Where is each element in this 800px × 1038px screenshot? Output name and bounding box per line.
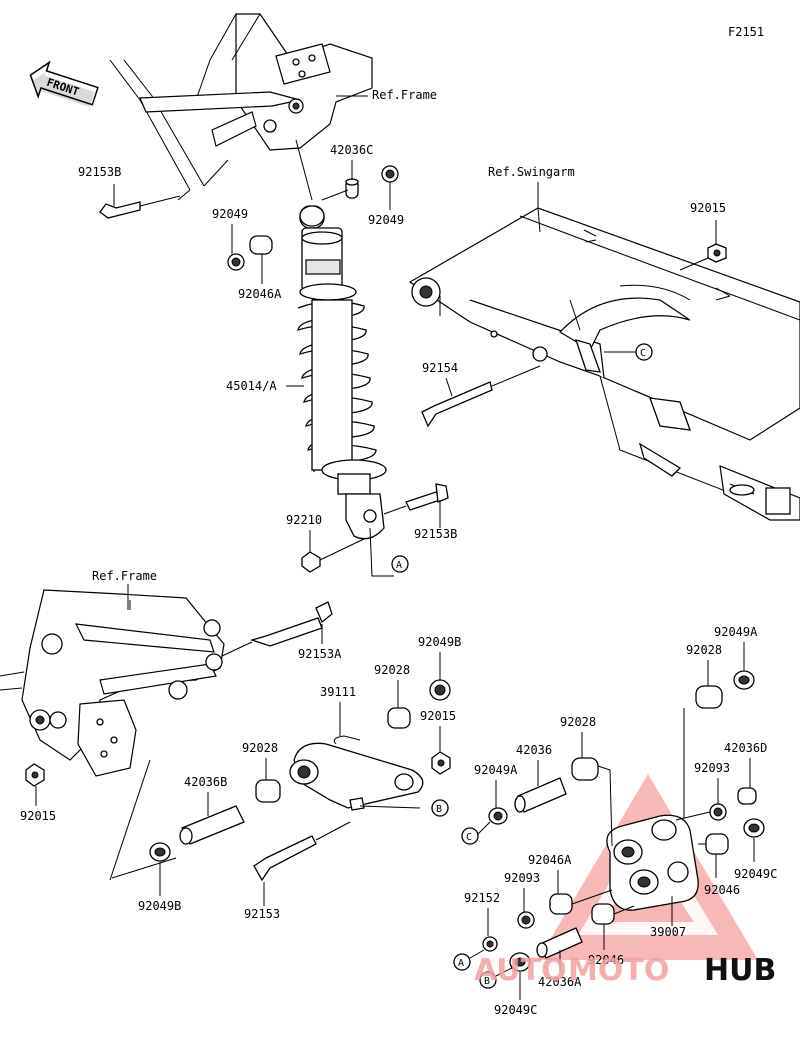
label-92049b-top: 92049B: [418, 635, 461, 649]
label-92046a-top: 92046A: [238, 287, 282, 301]
bolt-92153a: [221, 601, 333, 657]
link-rod-39111: [289, 735, 424, 811]
label-45014a: 45014/A: [226, 379, 277, 393]
bearing-92046-right: [705, 833, 729, 855]
svg-text:A: A: [458, 958, 464, 969]
callout-c-washer: C: [461, 827, 479, 845]
callout-c-swingarm: C: [635, 343, 653, 361]
label-42036b: 42036B: [184, 775, 227, 789]
label-92093-right: 92093: [694, 761, 730, 775]
bearing-92046a-bottom: [549, 893, 573, 915]
bearing-92046-bottom: [591, 903, 615, 925]
callout-b-bottom: B: [479, 971, 497, 989]
figure-code: F2151: [728, 25, 764, 39]
label-92028-d: 92028: [560, 715, 596, 729]
swingarm: [408, 207, 800, 521]
watermark-brand-hub: HUB: [704, 953, 776, 988]
label-92046a-bottom: 92046A: [528, 853, 572, 867]
bushing-92028-c: [695, 685, 723, 709]
bushing-92028-b: [255, 779, 281, 803]
callout-a-shock: A: [391, 555, 409, 573]
shock-top-hardware: [99, 165, 399, 271]
label-92152: 92152: [464, 891, 500, 905]
label-42036d: 42036D: [724, 741, 767, 755]
label-92028-c: 92028: [686, 643, 722, 657]
top-frame: [109, 13, 373, 201]
svg-text:A: A: [396, 560, 402, 571]
label-42036: 42036: [516, 743, 552, 757]
bushing-92028-a: [387, 707, 411, 729]
label-92153b-top: 92153B: [78, 165, 121, 179]
label-ref-frame-top: Ref.Frame: [372, 88, 437, 102]
label-92049b-bottom: 92049B: [138, 899, 181, 913]
label-ref-frame-bottom: Ref.Frame: [92, 569, 157, 583]
bolt-92153: [253, 821, 351, 882]
label-39007: 39007: [650, 925, 686, 939]
label-92154: 92154: [422, 361, 458, 375]
label-92015-mid: 92015: [420, 709, 456, 723]
label-92049a-mid: 92049A: [474, 763, 518, 777]
collar-42036d: [737, 787, 757, 805]
callout-b-link: B: [431, 799, 449, 817]
label-92153a: 92153A: [298, 647, 342, 661]
front-arrow: FRONT: [29, 60, 99, 107]
label-39111: 39111: [320, 685, 356, 699]
watermark-text: AUTO MOTO HUB: [474, 953, 776, 988]
svg-text:B: B: [436, 804, 442, 815]
label-92049a-right: 92049A: [714, 625, 758, 639]
label-92049-right: 92049: [368, 213, 404, 227]
bushing-92028-d: [571, 757, 599, 781]
label-92049c-right: 92049C: [734, 867, 777, 881]
label-92028-a: 92028: [374, 663, 410, 677]
label-92049c-bottom: 92049C: [494, 1003, 537, 1017]
label-92153: 92153: [244, 907, 280, 921]
label-92046-bottom: 92046: [588, 953, 624, 967]
watermark-brand-moto: MOTO: [568, 953, 669, 988]
svg-text:B: B: [484, 976, 490, 987]
label-92210: 92210: [286, 513, 322, 527]
svg-text:C: C: [466, 832, 472, 843]
label-92153b-bottom: 92153B: [414, 527, 457, 541]
lower-frame: [0, 589, 225, 777]
label-42036a: 42036A: [538, 975, 582, 989]
label-92049-left: 92049: [212, 207, 248, 221]
watermark-brand-auto: AUTO: [474, 953, 567, 988]
label-92015-left: 92015: [20, 809, 56, 823]
label-92028-b: 92028: [242, 741, 278, 755]
label-92093-left: 92093: [504, 871, 540, 885]
shock-absorber: [297, 205, 394, 577]
rocker-39007: [606, 814, 699, 911]
svg-text:C: C: [640, 348, 646, 359]
bolt-92154: [421, 365, 541, 428]
callout-a-bottom: A: [453, 953, 471, 971]
label-42036c: 42036C: [330, 143, 373, 157]
label-92015-top: 92015: [690, 201, 726, 215]
label-ref-swingarm: Ref.Swingarm: [488, 165, 575, 179]
label-92046-right: 92046: [704, 883, 740, 897]
